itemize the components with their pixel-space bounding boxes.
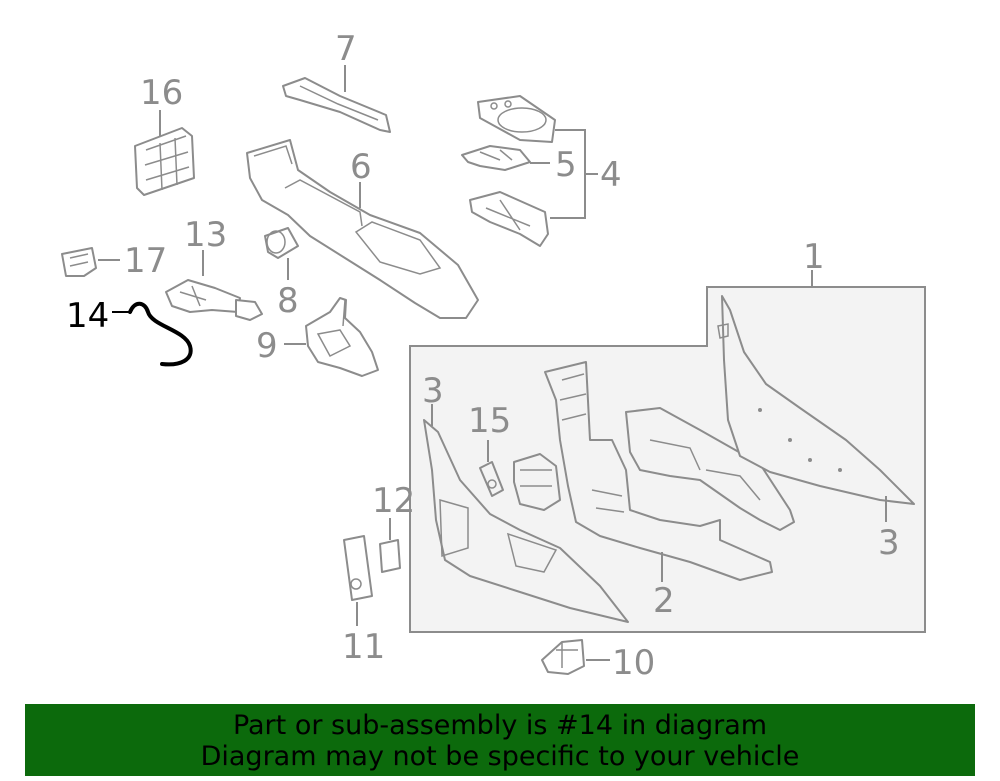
- callout-12: 12: [372, 481, 415, 521]
- callout-2: 2: [653, 581, 675, 621]
- callout-7: 7: [335, 29, 357, 69]
- callout-16: 16: [140, 73, 183, 113]
- part-7-armrest-trim: [282, 65, 391, 133]
- callout-9: 9: [256, 326, 278, 366]
- callout-6: 6: [350, 147, 372, 187]
- callout-10: 10: [612, 643, 655, 683]
- part-4-shifter-bezel-group: [461, 95, 598, 247]
- part-17-clip: [61, 247, 120, 277]
- part-6-console-top: [246, 139, 479, 319]
- part-3-left-side-panel: [423, 419, 629, 623]
- part-13-bracket: [165, 250, 263, 321]
- banner-line-2: Diagram may not be specific to your vehi…: [200, 741, 800, 772]
- callout-11: 11: [342, 627, 385, 667]
- callout-3-left: 3: [422, 371, 444, 411]
- callout-5: 5: [555, 145, 577, 185]
- part-11-cover: [343, 535, 373, 626]
- callout-4: 4: [600, 155, 622, 195]
- callout-13: 13: [184, 215, 227, 255]
- callout-8: 8: [277, 281, 299, 321]
- part-10-bracket: [541, 639, 610, 675]
- part-2-console-frame: [544, 361, 795, 582]
- callout-3-right: 3: [878, 523, 900, 563]
- part-2-mount-bracket-small: [513, 453, 561, 511]
- part-14-cable-highlighted: [112, 301, 193, 367]
- part-8-bushing: [264, 227, 299, 280]
- part-12-plate: [379, 518, 401, 573]
- part-15-latch: [479, 440, 504, 497]
- part-16-control-module: [134, 110, 195, 196]
- banner-line-1: Part or sub-assembly is #14 in diagram: [232, 710, 768, 741]
- part-9-shifter: [284, 297, 379, 377]
- info-banner: Part or sub-assembly is #14 in diagram D…: [25, 704, 975, 776]
- part-3-right-side-panel: [717, 295, 915, 522]
- callout-17: 17: [124, 241, 167, 281]
- callout-14-highlighted: 14: [66, 296, 109, 336]
- callout-15: 15: [468, 401, 511, 441]
- callout-1: 1: [803, 237, 825, 277]
